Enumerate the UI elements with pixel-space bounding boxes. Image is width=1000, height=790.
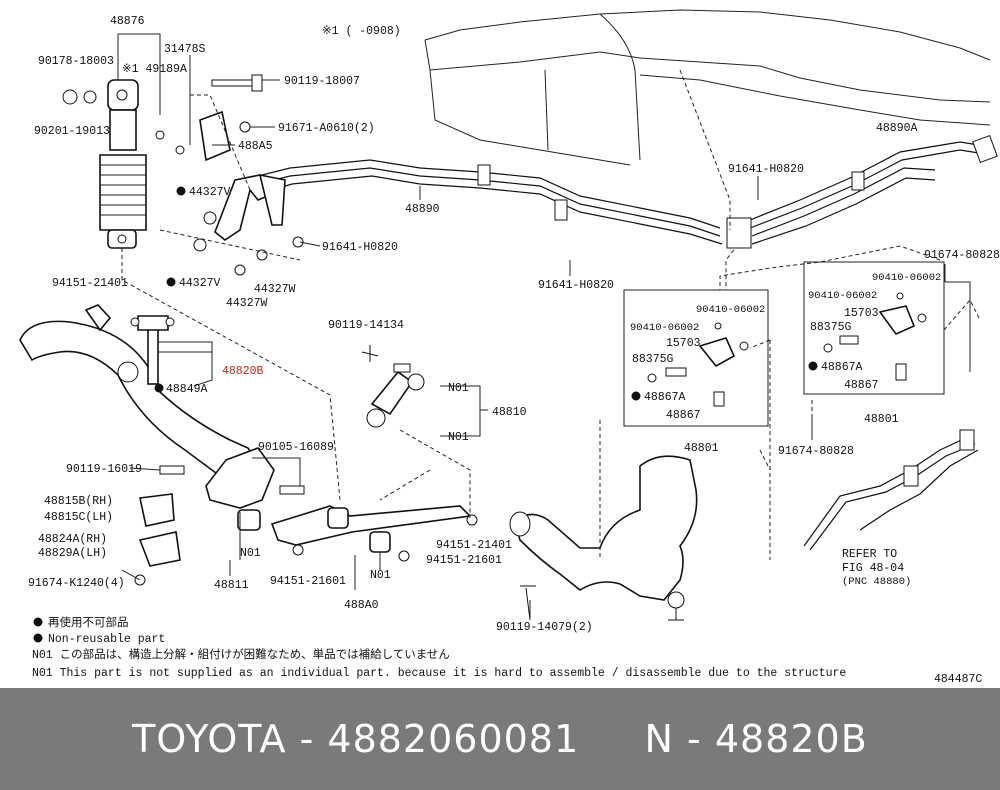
parts-diagram-svg: ※1 ( -0908) 48876 31478S ※1 49189A 90178… bbox=[19, 9, 1000, 686]
bullet-48867A-b bbox=[808, 361, 818, 371]
height-sensor-right bbox=[823, 292, 927, 381]
vehicle-body-outline bbox=[424, 9, 991, 166]
label-48876: 48876 bbox=[110, 15, 145, 28]
bullet-48849A bbox=[154, 383, 164, 393]
lower-right-pipes bbox=[803, 429, 979, 551]
label-48829A: 48829A(LH) bbox=[38, 547, 107, 560]
label-48849A: 48849A bbox=[166, 383, 208, 396]
legend-jp: 再使用不可部品 bbox=[48, 615, 129, 630]
label-48867A-b: 48867A bbox=[821, 361, 863, 374]
bolt-91671 bbox=[239, 121, 251, 133]
stabilizer-link-48820B bbox=[130, 315, 175, 385]
label-88375G-a: 88375G bbox=[632, 353, 674, 366]
label-90119-14079: 90119-14079(2) bbox=[496, 621, 593, 634]
refer-line-1: REFER TO bbox=[842, 548, 897, 561]
label-90178-18003: 90178-18003 bbox=[38, 55, 114, 68]
label-90119-18007: 90119-18007 bbox=[284, 75, 360, 88]
bullet-44327V-a bbox=[176, 186, 186, 196]
label-48890A: 48890A bbox=[876, 122, 918, 135]
legend-en: Non-reusable part bbox=[48, 633, 165, 646]
label-90201-19013: 90201-19013 bbox=[34, 125, 110, 138]
label-90119-14134: 90119-14134 bbox=[328, 319, 404, 332]
knuckle-assembly bbox=[509, 455, 698, 621]
label-91671-A0610: 91671-A0610(2) bbox=[278, 122, 375, 135]
label-48801-a: 48801 bbox=[684, 442, 719, 455]
label-88375G-b: 88375G bbox=[810, 321, 852, 334]
label-44327V-b: 44327V bbox=[179, 277, 221, 290]
refer-line-3: (PNC 48880) bbox=[842, 576, 911, 588]
label-94151-21401-a: 94151-21401 bbox=[52, 277, 128, 290]
sensor-box-right bbox=[803, 261, 945, 395]
label-31478S: 31478S bbox=[164, 43, 206, 56]
label-48867A-a: 48867A bbox=[644, 391, 686, 404]
dashed-guides bbox=[121, 69, 981, 560]
bullet-44327V-b bbox=[166, 277, 176, 287]
bushings bbox=[134, 465, 305, 586]
bullet-48867A-a bbox=[631, 391, 641, 401]
legend-bullet-en bbox=[33, 633, 43, 643]
diagram-code: 484487C bbox=[934, 673, 982, 686]
bolt-90119-18007 bbox=[211, 74, 263, 92]
brackets-44327 bbox=[193, 173, 304, 276]
label-48815B: 48815B(RH) bbox=[44, 495, 113, 508]
footer-banner: TOYOTA - 4882060081 N - 48820B bbox=[0, 688, 1000, 790]
label-90105-16089: 90105-16089 bbox=[258, 441, 334, 454]
label-48811: 48811 bbox=[214, 579, 249, 592]
label-90410-06002-c: 90410-06002 bbox=[872, 272, 941, 284]
label-94151-21401-b: 94151-21401 bbox=[436, 539, 512, 552]
label-94151-21601-b: 94151-21601 bbox=[426, 554, 502, 567]
label-49189A: ※1 49189A bbox=[122, 63, 187, 76]
legend-bullet-jp bbox=[33, 617, 43, 627]
label-48867-b: 48867 bbox=[844, 379, 879, 392]
label-488A0: 488A0 bbox=[344, 599, 379, 612]
stabilizer-pipes bbox=[249, 134, 998, 249]
shock-absorber bbox=[62, 79, 185, 249]
refer-line-2: FIG 48-04 bbox=[842, 562, 904, 575]
label-91641-H0820-c: 91641-H0820 bbox=[728, 163, 804, 176]
label-48824A: 48824A(RH) bbox=[38, 533, 107, 546]
label-94151-21601-a: 94151-21601 bbox=[270, 575, 346, 588]
label-91641-H0820-a: 91641-H0820 bbox=[322, 241, 398, 254]
header-note: ※1 ( -0908) bbox=[322, 25, 401, 38]
label-91641-H0820-b: 91641-H0820 bbox=[538, 279, 614, 292]
label-90410-06002-a: 90410-06002 bbox=[696, 304, 765, 316]
parts-diagram: ※1 ( -0908) 48876 31478S ※1 49189A 90178… bbox=[19, 9, 1000, 686]
label-91674-80828-a: 91674-80828 bbox=[924, 249, 1000, 262]
label-91674-80828-b: 91674-80828 bbox=[778, 445, 854, 458]
label-44327W-b: 44327W bbox=[226, 297, 268, 310]
label-44327W-a: 44327W bbox=[254, 283, 296, 296]
label-48820B: 48820B bbox=[222, 365, 264, 378]
sensor-box-left bbox=[623, 289, 769, 427]
stabilizer-bar bbox=[19, 304, 275, 509]
leader-lines bbox=[117, 33, 971, 618]
label-48801-b: 48801 bbox=[864, 413, 899, 426]
label-N01-b: N01 bbox=[448, 431, 469, 444]
label-90119-16019: 90119-16019 bbox=[66, 463, 142, 476]
label-48890: 48890 bbox=[405, 203, 440, 216]
bracket-488A5 bbox=[199, 110, 231, 162]
height-sensor-left bbox=[647, 322, 749, 407]
link-48810 bbox=[361, 345, 425, 428]
label-48867-a: 48867 bbox=[666, 409, 701, 422]
note-n01-en: N01 This part is not supplied as an indi… bbox=[32, 667, 846, 680]
note-n01-jp: N01 この部品は、構造上分解・組付けが困難なため、単品では補給していません bbox=[32, 647, 450, 662]
label-15703-a: 15703 bbox=[666, 337, 701, 350]
label-488A5: 488A5 bbox=[238, 140, 273, 153]
label-48810: 48810 bbox=[492, 406, 527, 419]
label-N01-d: N01 bbox=[370, 569, 391, 582]
label-15703-b: 15703 bbox=[844, 307, 879, 320]
label-N01-a: N01 bbox=[448, 382, 469, 395]
label-90410-06002-b: 90410-06002 bbox=[630, 322, 699, 334]
label-48815C: 48815C(LH) bbox=[44, 511, 113, 524]
label-90410-06002-d: 90410-06002 bbox=[808, 290, 877, 302]
label-44327V-a: 44327V bbox=[189, 186, 231, 199]
footer-part-number: TOYOTA - 4882060081 N - 48820B bbox=[132, 717, 868, 761]
label-N01-c: N01 bbox=[240, 547, 261, 560]
label-91674-K1240: 91674-K1240(4) bbox=[28, 577, 125, 590]
link-488A0 bbox=[270, 505, 478, 562]
